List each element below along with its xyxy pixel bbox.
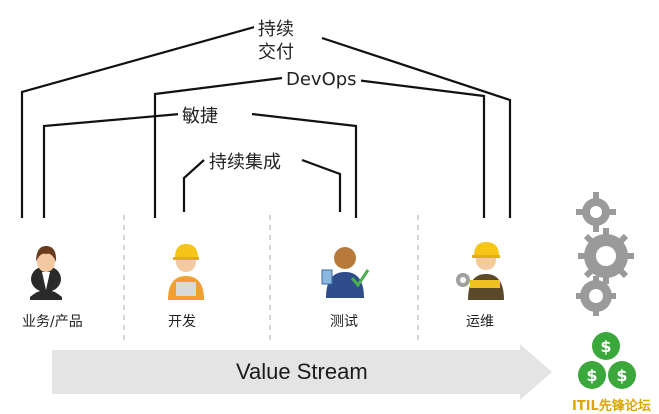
gears-icon: [576, 192, 634, 316]
continuous-delivery-label-line1: 持续: [254, 15, 298, 41]
continuous-integration-label: 持续集成: [205, 148, 285, 174]
role-label-testing: 测试: [330, 314, 358, 330]
money-icon: $ $ $: [578, 332, 636, 389]
businesswoman-icon: [30, 246, 62, 300]
agile-bracket: [42, 112, 358, 218]
role-label-development: 开发: [168, 314, 196, 330]
developer-worker-icon: [168, 244, 204, 300]
continuous-delivery-label-line2: 交付: [254, 38, 298, 64]
role-label-operations: 运维: [466, 314, 494, 330]
role-label-business-product: 业务/产品: [22, 314, 83, 330]
watermark-text: ITIL先锋论坛: [572, 399, 651, 414]
lane-separators: [123, 215, 419, 340]
svg-text:$: $: [600, 337, 611, 356]
value-stream-arrow: [52, 344, 552, 400]
tester-icon: [321, 247, 370, 298]
operations-worker-icon: [456, 242, 504, 300]
svg-text:$: $: [616, 366, 627, 385]
devops-bracket: [153, 76, 486, 218]
devops-label: DevOps: [282, 69, 361, 90]
agile-label: 敏捷: [178, 102, 222, 128]
value-stream-label: Value Stream: [236, 359, 368, 384]
continuous-integration-bracket: [182, 158, 342, 212]
continuous-delivery-bracket: [20, 24, 512, 218]
svg-text:$: $: [586, 366, 597, 385]
